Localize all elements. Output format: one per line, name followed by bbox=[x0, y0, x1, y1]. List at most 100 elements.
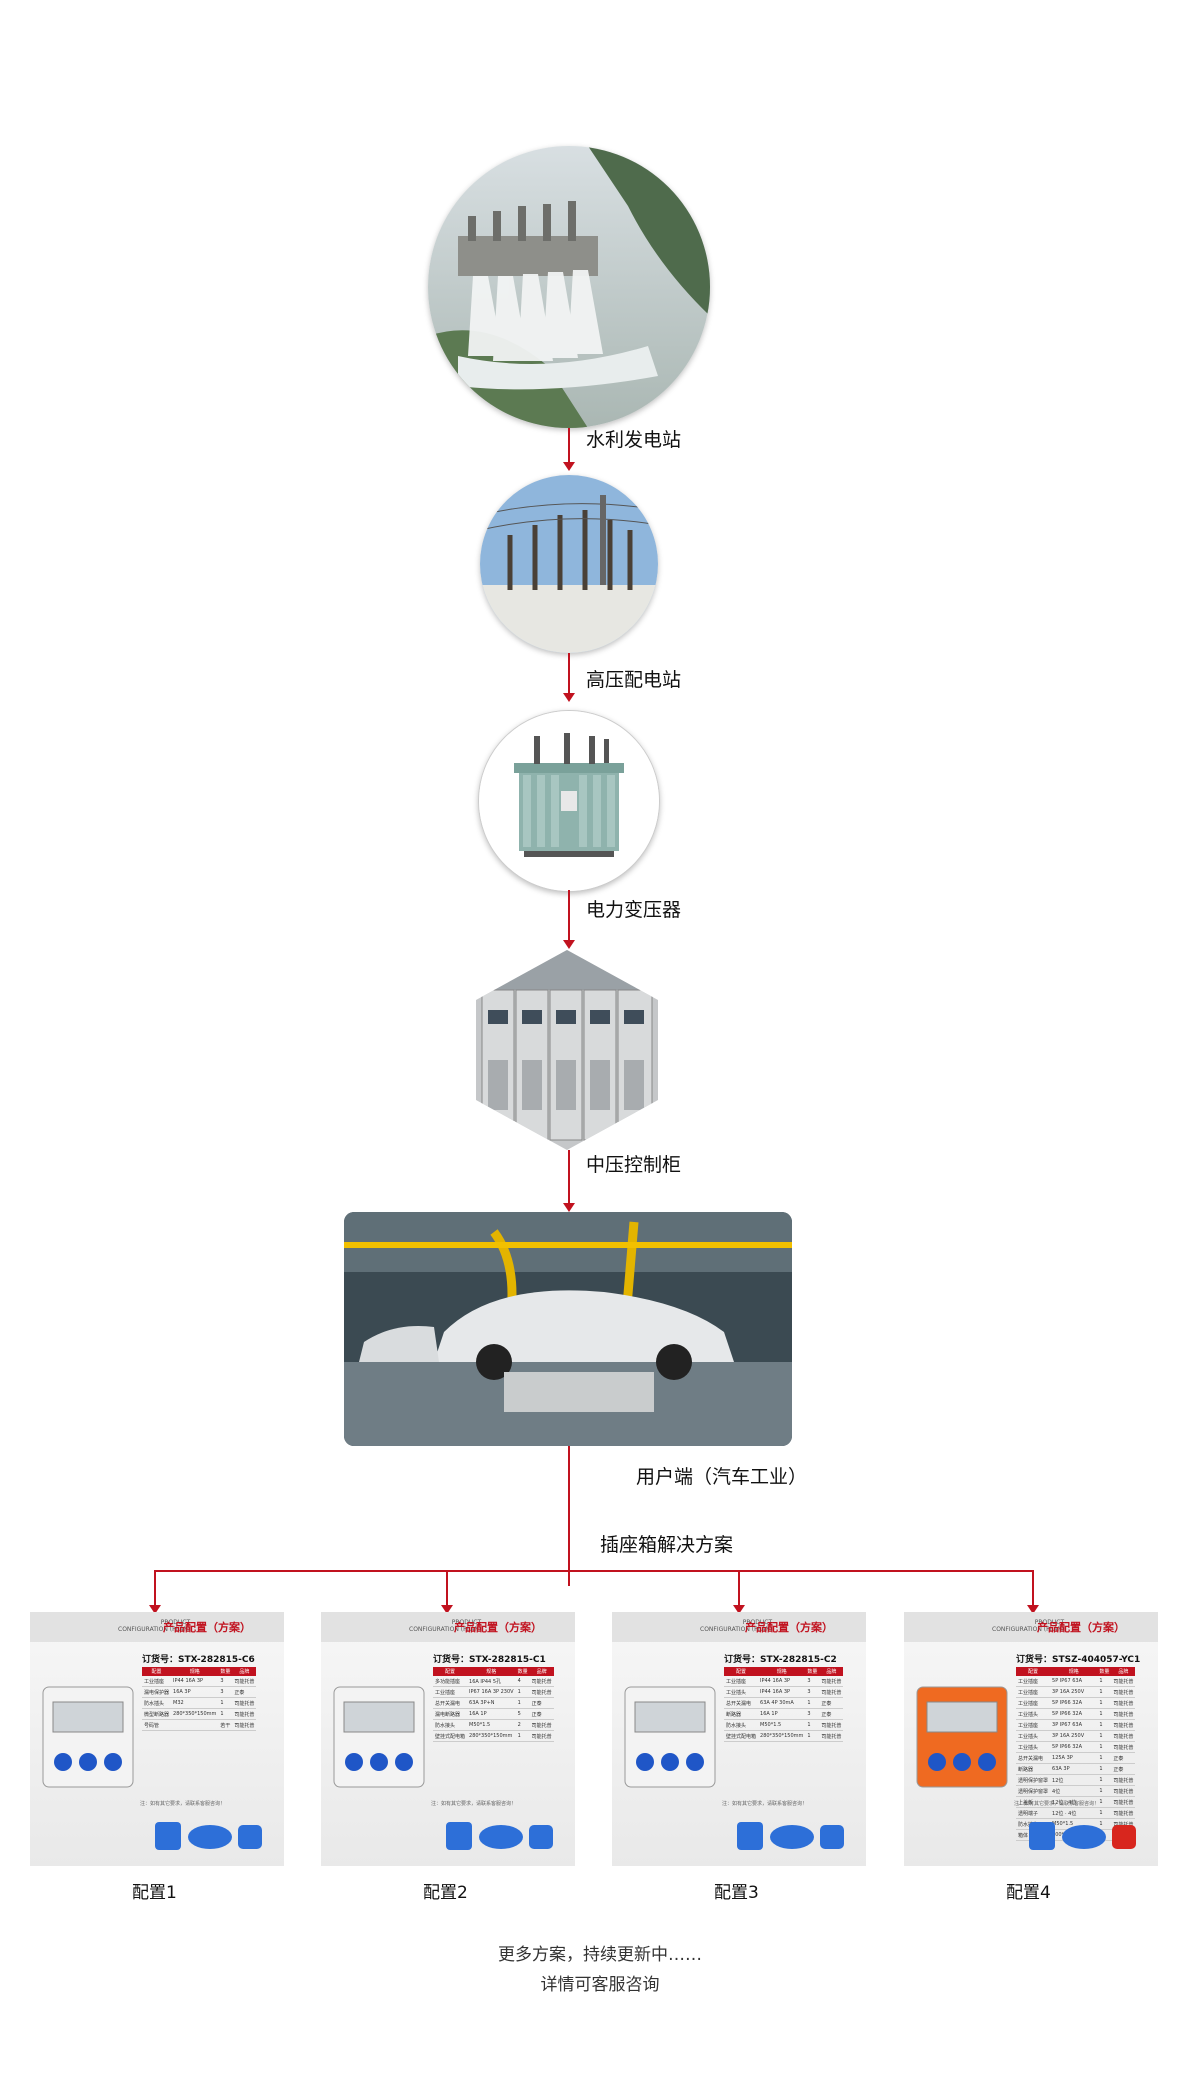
table-cell: 漏电断路器 bbox=[433, 1708, 468, 1720]
table-cell: 工业插座 bbox=[1016, 1676, 1051, 1687]
table-cell: 司能托普 bbox=[1111, 1719, 1136, 1731]
table-cell: 5 bbox=[515, 1708, 530, 1720]
table-cell: IP44 16A 3P bbox=[171, 1676, 219, 1687]
table-header: 品牌 bbox=[529, 1667, 554, 1676]
card-header-sub2: CONFIGURATION (PLAN) bbox=[118, 1626, 191, 1633]
distribution-box-image bbox=[624, 1686, 716, 1788]
card-header-bar bbox=[321, 1612, 575, 1642]
distribution-box-image bbox=[333, 1686, 425, 1788]
table-cell: 1 bbox=[805, 1719, 820, 1731]
table-header: 规格 bbox=[758, 1667, 806, 1676]
table-cell: 16A 1P bbox=[467, 1708, 516, 1720]
table-cell: M50*1.5 bbox=[467, 1719, 516, 1731]
table-header: 规格 bbox=[1050, 1667, 1098, 1676]
table-cell bbox=[171, 1719, 219, 1731]
table-cell: IP44 16A 3P bbox=[758, 1686, 806, 1698]
table-cell: 280*350*150mm bbox=[758, 1730, 806, 1742]
card-header-sub1: PRODUCT bbox=[742, 1619, 773, 1626]
chain-label-substation: 高压配电站 bbox=[586, 669, 682, 691]
chain-label-user: 用户端（汽车工业） bbox=[636, 1466, 808, 1488]
table-cell: 壁挂式配电箱 bbox=[433, 1730, 468, 1742]
table-cell: 4 bbox=[515, 1676, 530, 1687]
table-cell: 2 bbox=[515, 1719, 530, 1731]
table-cell: 1 bbox=[515, 1697, 530, 1709]
chain-label-transformer: 电力变压器 bbox=[586, 899, 682, 921]
table-header: 品牌 bbox=[819, 1667, 844, 1676]
table-header: 规格 bbox=[171, 1667, 219, 1676]
table-cell: 12位 · 4位 bbox=[1050, 1807, 1098, 1819]
table-cell: 1 bbox=[1097, 1774, 1112, 1786]
order-number: 订货号：STX-282815-C6 bbox=[142, 1655, 255, 1665]
plug-socket-icons bbox=[446, 1822, 553, 1850]
table-cell: 1 bbox=[1097, 1686, 1112, 1698]
table-cell: 总开关漏电 bbox=[724, 1697, 759, 1709]
card-note: 注：如有其它要求，请联系客服咨询！ bbox=[431, 1801, 517, 1807]
table-header: 数量 bbox=[805, 1667, 820, 1676]
solution-title: 插座箱解决方案 bbox=[600, 1534, 734, 1556]
table-cell: 正泰 bbox=[529, 1708, 554, 1720]
table-cell: M50*1.5 bbox=[758, 1719, 806, 1731]
table-cell: 正泰 bbox=[1111, 1752, 1136, 1764]
table-cell: 1 bbox=[805, 1697, 820, 1709]
table-cell: 12位 bbox=[1050, 1774, 1098, 1786]
table-cell: 号码管 bbox=[142, 1719, 172, 1731]
automotive-factory-image bbox=[344, 1212, 792, 1446]
table-cell: 司能托普 bbox=[1111, 1697, 1136, 1709]
table-cell: 1 bbox=[1097, 1796, 1112, 1808]
table-cell: 漏电保护器 bbox=[142, 1686, 172, 1698]
table-cell: 工业插座 bbox=[724, 1676, 759, 1687]
config-label: 配置2 bbox=[423, 1883, 468, 1903]
card-note: 注：如有其它要求，请联系客服咨询！ bbox=[1014, 1801, 1100, 1807]
table-cell: 司能托普 bbox=[232, 1676, 257, 1687]
table-cell: 司能托普 bbox=[819, 1719, 844, 1731]
table-cell: 司能托普 bbox=[819, 1686, 844, 1698]
table-cell: 司能托普 bbox=[529, 1730, 554, 1742]
card-header-sub1: PRODUCT bbox=[451, 1619, 482, 1626]
table-cell: M32 bbox=[171, 1697, 219, 1709]
table-cell: 透明端子 bbox=[1016, 1807, 1051, 1819]
table-cell: 工业插座 bbox=[1016, 1719, 1051, 1731]
table-cell: 防水插头 bbox=[142, 1697, 172, 1709]
plug-socket-icons bbox=[1029, 1822, 1136, 1850]
table-cell: 司能托普 bbox=[1111, 1730, 1136, 1742]
card-header-sub2: CONFIGURATION (PLAN) bbox=[700, 1626, 773, 1633]
table-cell: IP67 16A 3P 230V bbox=[467, 1686, 516, 1698]
footer-contact: 详情可客服咨询 bbox=[540, 1975, 660, 1995]
table-header: 配置 bbox=[724, 1667, 759, 1676]
table-cell: 断路器 bbox=[724, 1708, 759, 1720]
table-header: 数量 bbox=[1097, 1667, 1112, 1676]
table-cell: 司能托普 bbox=[1111, 1676, 1136, 1687]
table-cell: 125A 3P bbox=[1050, 1752, 1098, 1764]
card-header-title: 产品配置（方案） bbox=[745, 1621, 833, 1634]
chain-label-hydro: 水利发电站 bbox=[586, 429, 682, 451]
table-cell: 1 bbox=[1097, 1708, 1112, 1720]
order-number: 订货号：STX-282815-C2 bbox=[724, 1655, 837, 1665]
table-cell: 司能托普 bbox=[529, 1686, 554, 1698]
table-cell: 司能托普 bbox=[1111, 1785, 1136, 1797]
card-header-bar bbox=[30, 1612, 284, 1642]
table-header: 品牌 bbox=[1111, 1667, 1136, 1676]
